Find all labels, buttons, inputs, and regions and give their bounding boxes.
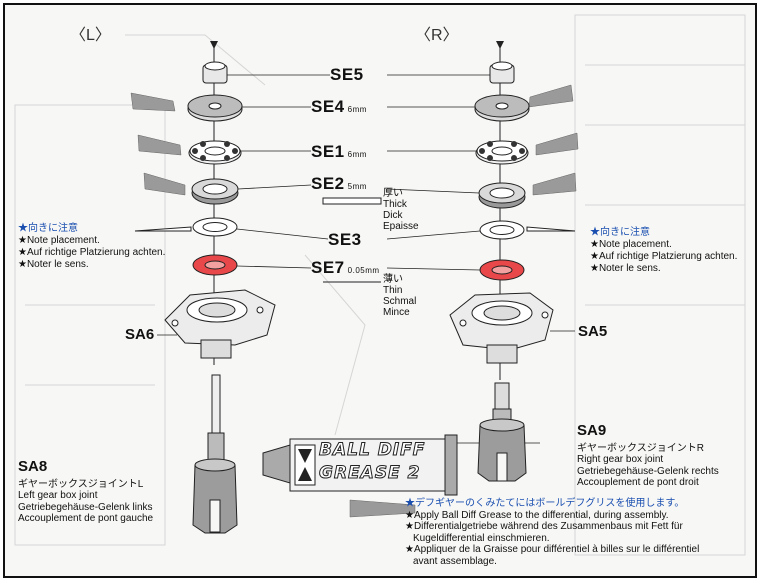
assembly-drawing — [14, 14, 746, 556]
se1-bearing-right — [475, 140, 529, 165]
background-sketch — [14, 14, 746, 556]
se3-washer-right — [479, 220, 525, 240]
se5-nut-left — [202, 61, 228, 84]
se5-nut-right — [489, 61, 515, 84]
thin-label: 薄い Thin Schmal Mince — [383, 274, 417, 318]
tube-text-line1: BALL DIFF — [318, 440, 426, 461]
sa9-label: SA9 ギヤーボックスジョイントR Right gear box joint G… — [577, 422, 719, 488]
placement-marker-right — [526, 226, 576, 232]
se5-label: SE5 — [330, 65, 364, 84]
sa6-label: SA6 — [125, 326, 155, 343]
sa6-housing — [164, 289, 276, 359]
sa8-label: SA8 ギヤーボックスジョイントL Left gear box joint Ge… — [18, 458, 154, 524]
grease-nozzles — [130, 84, 579, 518]
se3-label: SE3 — [328, 230, 362, 249]
grease-tube — [262, 434, 458, 496]
sa9-joint — [477, 382, 527, 482]
se2-washer-right — [478, 182, 526, 209]
se2-washer-left — [191, 178, 239, 205]
grease-note: ★デフギヤーのくみたてにはボールデフグリスを使用します。 ★Apply Ball… — [405, 498, 700, 567]
sa5-housing — [449, 292, 554, 364]
sa5-label: SA5 — [578, 323, 608, 340]
se7-shim-left — [192, 254, 238, 276]
se4-washer-left — [187, 94, 243, 122]
thick-bar — [322, 197, 382, 205]
se3-washer-left — [192, 217, 238, 237]
right-side-label: 〈R〉 — [415, 27, 459, 44]
se4-washer-right — [474, 94, 530, 122]
se7-shim-right — [479, 259, 525, 281]
sa8-joint — [192, 374, 238, 534]
placement-marker-left — [134, 226, 192, 232]
tube-text-line2: GREASE 2 — [318, 463, 421, 484]
left-side-label: 〈L〉 — [70, 27, 111, 44]
thick-label: 厚い Thick Dick Epaisse — [383, 188, 419, 232]
se1-bearing-left — [188, 140, 242, 165]
placement-note-right: ★向きに注意 ★Note placement. ★Auf richtige Pl… — [590, 227, 738, 274]
placement-note-left: ★向きに注意 ★Note placement. ★Auf richtige Pl… — [18, 223, 166, 270]
